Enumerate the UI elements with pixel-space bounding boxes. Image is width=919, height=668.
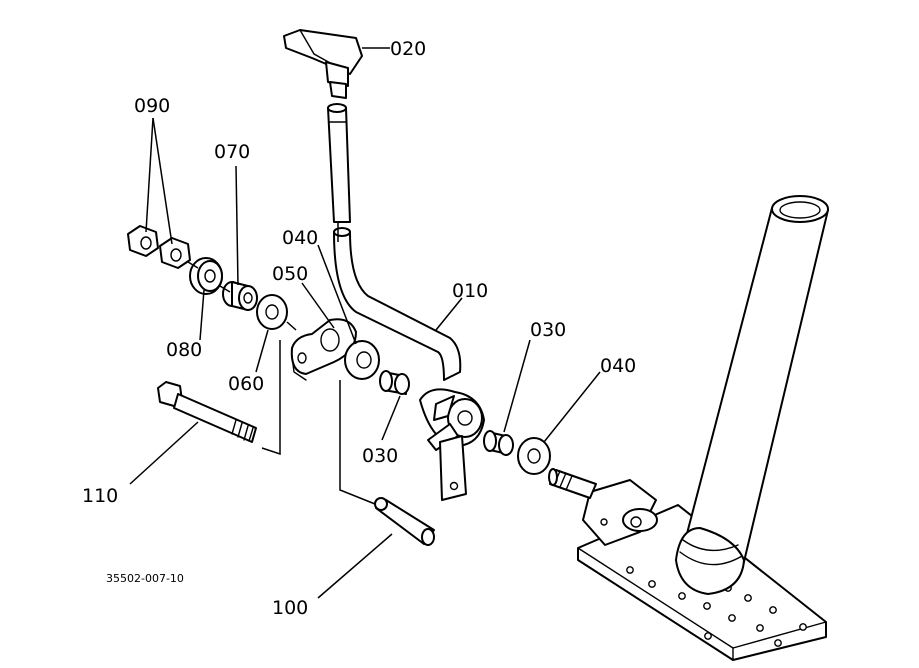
part-050-plate	[290, 318, 357, 381]
part-020-knob	[283, 29, 363, 99]
part-010-lever	[327, 103, 485, 501]
label-040-left: 040	[282, 227, 318, 249]
label-020: 020	[390, 38, 426, 60]
part-040-washer-left	[344, 340, 380, 380]
part-070-spacer	[222, 281, 258, 311]
label-030-right: 030	[530, 319, 566, 341]
assembly-axis-lines	[187, 222, 376, 505]
part-060-washer	[256, 294, 288, 330]
part-110-bolt	[157, 381, 257, 443]
label-070: 070	[214, 141, 250, 163]
label-060: 060	[228, 373, 264, 395]
label-050: 050	[272, 263, 308, 285]
label-010: 010	[452, 280, 488, 302]
part-080-washer	[189, 257, 223, 295]
label-100: 100	[272, 597, 308, 619]
part-030-bushing-left	[379, 370, 410, 395]
part-090-nuts	[127, 225, 191, 269]
label-090: 090	[134, 95, 170, 117]
label-080: 080	[166, 339, 202, 361]
label-110: 110	[82, 485, 118, 507]
part-040-washer-right	[517, 437, 551, 475]
support-column	[675, 195, 829, 595]
label-040-right: 040	[600, 355, 636, 377]
drawing-reference-number: 35502-007-10	[106, 572, 184, 585]
part-100-pin	[374, 497, 435, 546]
part-030-bushing-right	[483, 430, 514, 456]
leader-lines	[129, 47, 601, 599]
part-labels: 020 090 070 040 050 010 030 080 040 060 …	[82, 38, 636, 619]
label-030-left: 030	[362, 445, 398, 467]
threaded-stud	[548, 468, 597, 499]
bracket-boss	[582, 479, 658, 546]
